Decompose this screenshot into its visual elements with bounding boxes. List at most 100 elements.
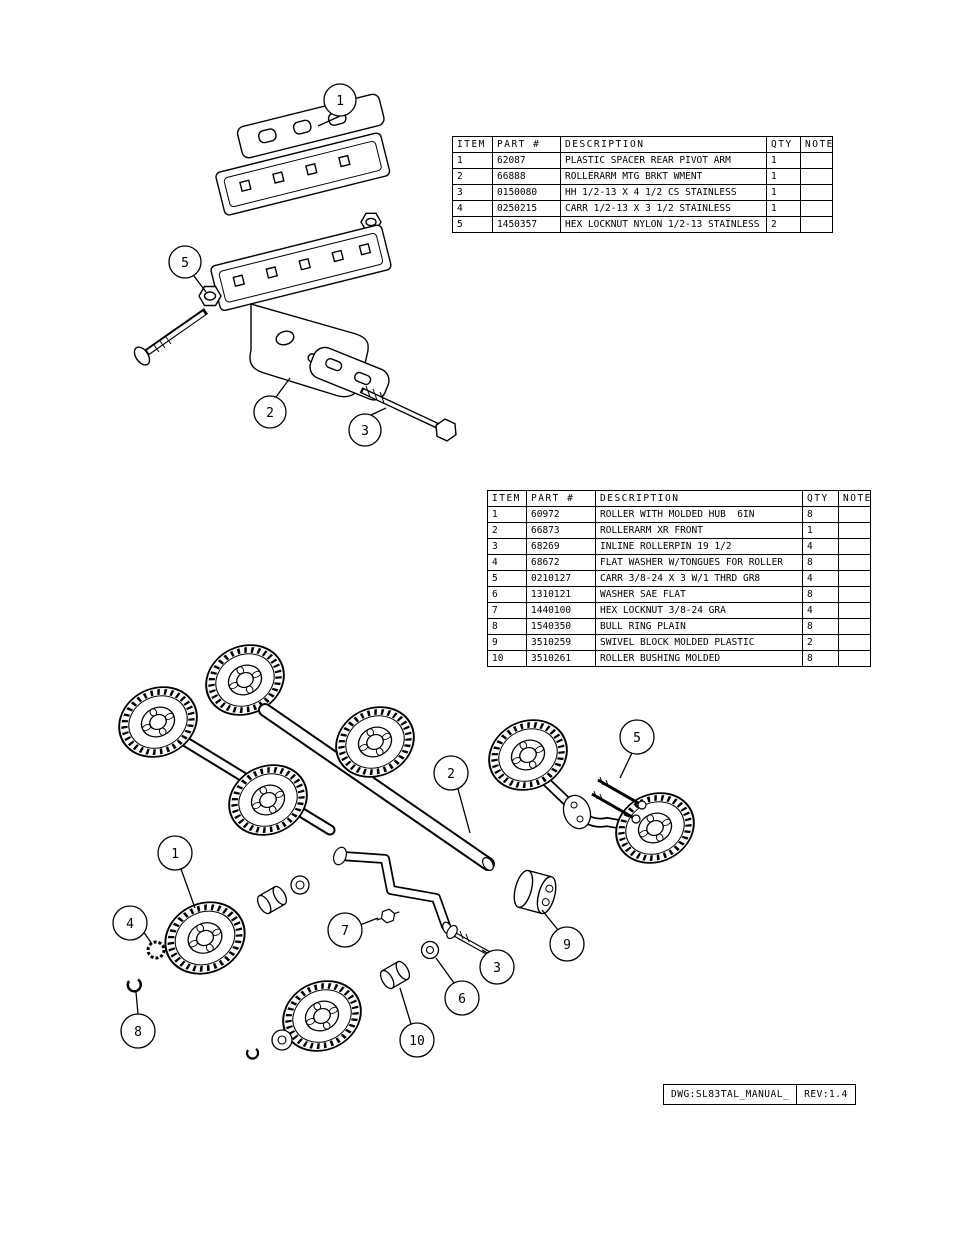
cell-item: 5 [487, 570, 527, 587]
col-header-description: DESCRIPTION [595, 490, 803, 507]
roller [107, 674, 208, 769]
cell-item: 1 [452, 152, 493, 169]
hex-bolt [359, 385, 457, 442]
callout-1: 1 [317, 83, 357, 127]
cell-qty: 1 [766, 168, 801, 185]
cell-description: CARR 1/2-13 X 3 1/2 STAINLESS [560, 200, 767, 217]
cell-part: 60972 [526, 506, 596, 523]
callout-2: 2 [433, 755, 471, 834]
cell-description: ROLLER BUSHING MOLDED [595, 650, 803, 667]
cell-description: CARR 3/8-24 X 3 W/1 THRD GR8 [595, 570, 803, 587]
cell-qty: 8 [802, 650, 839, 667]
callout-8: 8 [120, 991, 156, 1049]
cell-note [800, 184, 833, 201]
table-row: 3 0150080 HH 1/2-13 X 4 1/2 CS STAINLESS… [452, 184, 833, 201]
col-header-item: ITEM [452, 136, 493, 153]
callout-2-label: 2 [447, 767, 455, 782]
cell-description: HH 1/2-13 X 4 1/2 CS STAINLESS [560, 184, 767, 201]
roller [153, 889, 257, 987]
cell-item: 2 [487, 522, 527, 539]
cell-part: 68672 [526, 554, 596, 571]
cell-part: 66873 [526, 522, 596, 539]
cell-note [838, 538, 871, 555]
callout-3-label: 3 [493, 961, 501, 976]
cell-part: 0210127 [526, 570, 596, 587]
col-header-part: PART # [492, 136, 561, 153]
cell-note [838, 506, 871, 523]
cell-note [800, 168, 833, 185]
flat-washer [290, 875, 310, 895]
col-header-qty: QTY [766, 136, 801, 153]
table-row: 3 68269 INLINE ROLLERPIN 19 1/2 4 [487, 538, 871, 555]
callout-3: 3 [348, 407, 387, 447]
front-roller-arm [332, 846, 452, 935]
cell-qty: 4 [802, 570, 839, 587]
dwg-number: DWG:SL83TAL_MANUAL_ [671, 1089, 790, 1100]
cell-part: 68269 [526, 538, 596, 555]
callout-1-label: 1 [336, 94, 344, 109]
callout-8-label: 8 [134, 1025, 142, 1040]
cell-part: 0150080 [492, 184, 561, 201]
cell-description: ROLLERARM MTG BRKT WMENT [560, 168, 767, 185]
cell-item: 3 [452, 184, 493, 201]
cell-qty: 1 [766, 184, 801, 201]
cell-qty: 4 [802, 602, 839, 619]
callout-10-label: 10 [409, 1034, 425, 1049]
cell-note [838, 618, 871, 635]
table-row: 1 60972 ROLLER WITH MOLDED HUB 6IN 8 [487, 506, 871, 523]
cell-note [838, 554, 871, 571]
cell-note [838, 586, 871, 603]
cell-qty: 1 [766, 200, 801, 217]
col-header-qty: QTY [802, 490, 839, 507]
callout-2-label: 2 [266, 406, 274, 421]
cell-qty: 8 [802, 618, 839, 635]
cell-note [838, 602, 871, 619]
cell-description: INLINE ROLLERPIN 19 1/2 [595, 538, 803, 555]
bull-ring [126, 978, 142, 993]
callout-9-label: 9 [563, 938, 571, 953]
parts-table-roller-arm: ITEM PART # DESCRIPTION QTY NOTE 1 60972… [487, 490, 871, 667]
callout-5-label: 5 [181, 256, 189, 271]
col-header-description: DESCRIPTION [560, 136, 767, 153]
callout-1: 1 [157, 835, 196, 909]
cell-qty: 8 [802, 554, 839, 571]
cell-note [838, 522, 871, 539]
pivot-arm-plate [309, 346, 390, 401]
callout-7: 7 [327, 912, 379, 948]
table-row: 5 1450357 HEX LOCKNUT NYLON 1/2-13 STAIN… [452, 216, 833, 233]
cell-part: 62087 [492, 152, 561, 169]
table-row: 2 66873 ROLLERARM XR FRONT 1 [487, 522, 871, 539]
callout-2: 2 [253, 377, 291, 429]
cell-item: 1 [487, 506, 527, 523]
roller-assembly-drawing: 2 5 1 4 7 [80, 598, 730, 1098]
cell-item: 5 [452, 216, 493, 233]
callout-10: 10 [399, 987, 435, 1058]
hex-nut-icon [198, 285, 222, 307]
tongued-washer [146, 940, 166, 960]
callout-5: 5 [168, 245, 207, 293]
table-row: 4 0250215 CARR 1/2-13 X 3 1/2 STAINLESS … [452, 200, 833, 217]
cell-item: 3 [487, 538, 527, 555]
cell-description: ROLLER WITH MOLDED HUB 6IN [595, 506, 803, 523]
cell-qty: 1 [766, 152, 801, 169]
revision: REV:1.4 [796, 1085, 855, 1104]
col-header-note: NOTE [838, 490, 871, 507]
cell-description: HEX LOCKNUT NYLON 1/2-13 STAINLESS [560, 216, 767, 233]
callout-4: 4 [112, 905, 153, 945]
cell-description: FLAT WASHER W/TONGUES FOR ROLLER [595, 554, 803, 571]
cell-part: 3510261 [526, 650, 596, 667]
carriage-bolt-pair [591, 776, 647, 824]
bull-ring [245, 1047, 260, 1060]
cell-note [800, 200, 833, 217]
mounting-channel [215, 132, 391, 216]
title-block: DWG:SL83TAL_MANUAL_ REV:1.4 [663, 1084, 856, 1105]
roller [324, 694, 425, 789]
cell-note [800, 216, 833, 233]
cell-qty: 2 [802, 634, 839, 651]
callout-5: 5 [619, 719, 655, 779]
callout-6-label: 6 [458, 992, 466, 1007]
cell-part: 1450357 [492, 216, 561, 233]
flat-washer [420, 940, 440, 960]
table-header-row: ITEM PART # DESCRIPTION QTY NOTE [487, 490, 871, 507]
flat-washer [271, 1029, 293, 1051]
